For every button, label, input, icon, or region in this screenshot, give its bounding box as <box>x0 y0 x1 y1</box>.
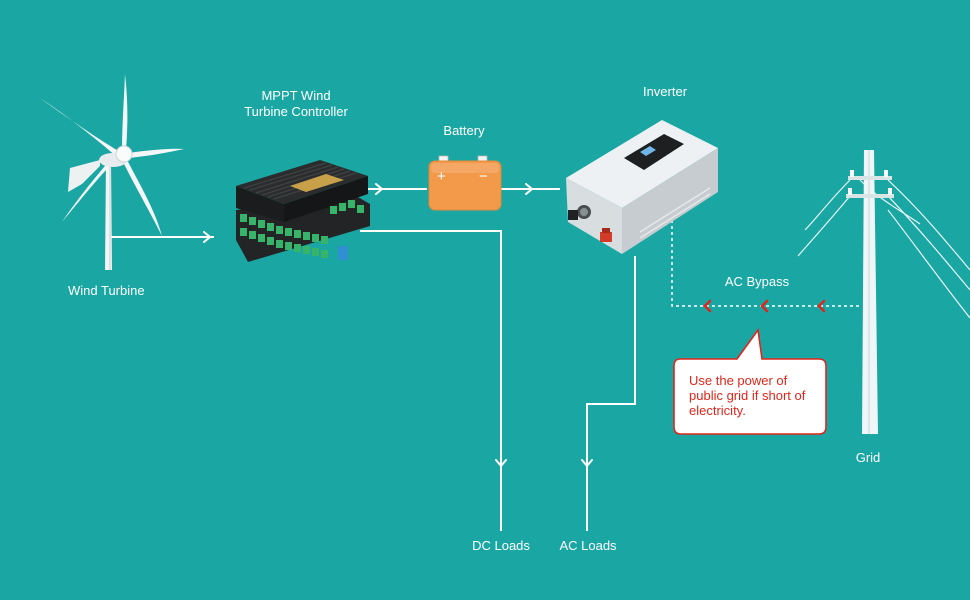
callout-text: Use the power of public grid if short of… <box>689 373 806 418</box>
arrow-dc-loads <box>495 459 507 468</box>
battery-negative-symbol: − <box>479 168 488 185</box>
pole-shaft <box>862 150 878 434</box>
turbine-blade <box>128 148 184 158</box>
battery-label: Battery <box>443 123 485 138</box>
bypass-arrow-2 <box>760 299 769 313</box>
wind-turbine-icon <box>40 74 184 270</box>
inverter-label: Inverter <box>642 84 688 99</box>
battery-body <box>428 160 502 211</box>
bypass-arrow-1 <box>703 299 712 313</box>
utility-pole-icon <box>797 150 970 434</box>
controller-label-line1: MPPT Wind <box>261 88 331 103</box>
inverter-to-ac-loads-line <box>586 256 636 531</box>
controller-label-line2: Turbine Controller <box>244 104 348 119</box>
arrow-battery-inverter <box>525 183 534 195</box>
grid-label: Grid <box>855 450 881 465</box>
ac-bypass-line <box>671 220 862 307</box>
controller-to-dc-loads-line <box>360 230 502 531</box>
turbine-blade <box>122 74 128 150</box>
ac-bypass-label: AC Bypass <box>724 274 790 289</box>
turbine-blade <box>40 98 120 158</box>
bypass-arrows <box>703 299 826 313</box>
turbine-tail <box>68 160 100 192</box>
flow-arrows <box>203 183 593 468</box>
battery-positive-symbol: + <box>437 168 446 185</box>
mppt-controller-icon <box>236 160 370 262</box>
callout-bubble <box>673 327 827 435</box>
bypass-arrow-3 <box>817 299 826 313</box>
dc-loads-label: DC Loads <box>472 538 530 553</box>
inverter-icon <box>566 120 718 254</box>
turbine-blade <box>62 154 118 222</box>
turbine-tower <box>105 160 112 270</box>
ac-loads-label: AC Loads <box>559 538 617 553</box>
arrow-turbine-controller <box>203 231 212 243</box>
turbine-hub <box>115 145 133 163</box>
arrow-ac-loads <box>581 459 593 468</box>
battery-icon: + − <box>428 155 502 211</box>
turbine-blade <box>122 158 162 236</box>
arrow-controller-battery <box>375 183 384 195</box>
wind-turbine-label: Wind Turbine <box>68 283 145 298</box>
